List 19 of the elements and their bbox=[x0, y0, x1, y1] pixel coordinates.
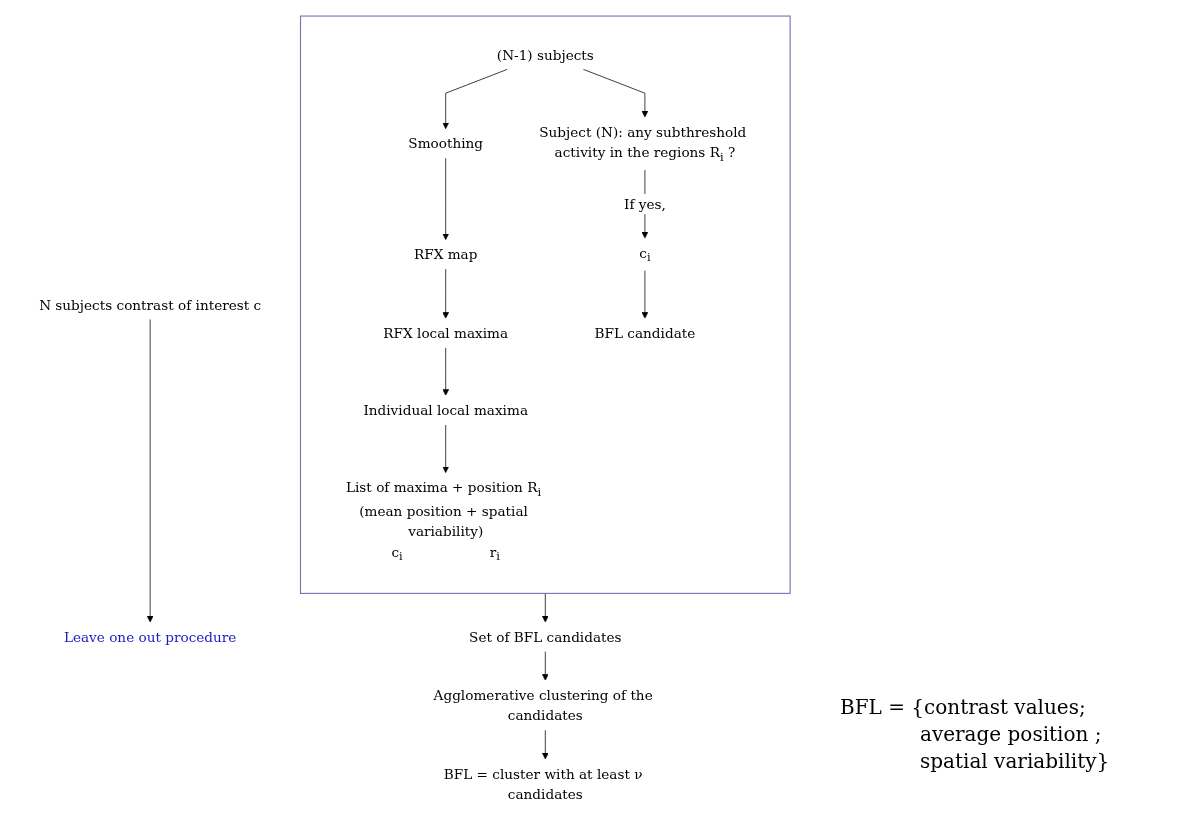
node-text: c$_{i}$ bbox=[639, 244, 651, 265]
node-text: (N-1) subjects bbox=[496, 46, 594, 63]
node-text: Individual local maxima bbox=[363, 402, 528, 419]
node-label: r$_{i}$ bbox=[489, 543, 500, 564]
node-text: RFX local maxima bbox=[383, 325, 508, 342]
node-text: Agglomerative clustering of the candidates bbox=[433, 687, 653, 724]
node-text: BFL = cluster with at least ν candidates bbox=[443, 765, 643, 803]
node-text: RFX map bbox=[413, 246, 478, 263]
node-text: List of maxima + position R$_{i}$ (mean position + spatial variability) bbox=[345, 479, 542, 540]
node-text: Smoothing bbox=[408, 135, 483, 152]
node-text: N subjects contrast of interest c bbox=[39, 296, 262, 313]
node-text: Subject (N): any subthreshold activity in the regions R$_{i}$ ? bbox=[539, 123, 747, 164]
cluster bbox=[299, 15, 791, 594]
edge-label: If yes, bbox=[623, 196, 666, 213]
node-text: BFL candidate bbox=[594, 325, 696, 342]
note-text: BFL = {contrast values; average position ; spatial variability} bbox=[840, 694, 1111, 775]
node-text: Set of BFL candidates bbox=[468, 628, 622, 645]
node-label: c$_{i}$ bbox=[391, 543, 403, 564]
node-text: Leave one out procedure bbox=[63, 628, 237, 645]
